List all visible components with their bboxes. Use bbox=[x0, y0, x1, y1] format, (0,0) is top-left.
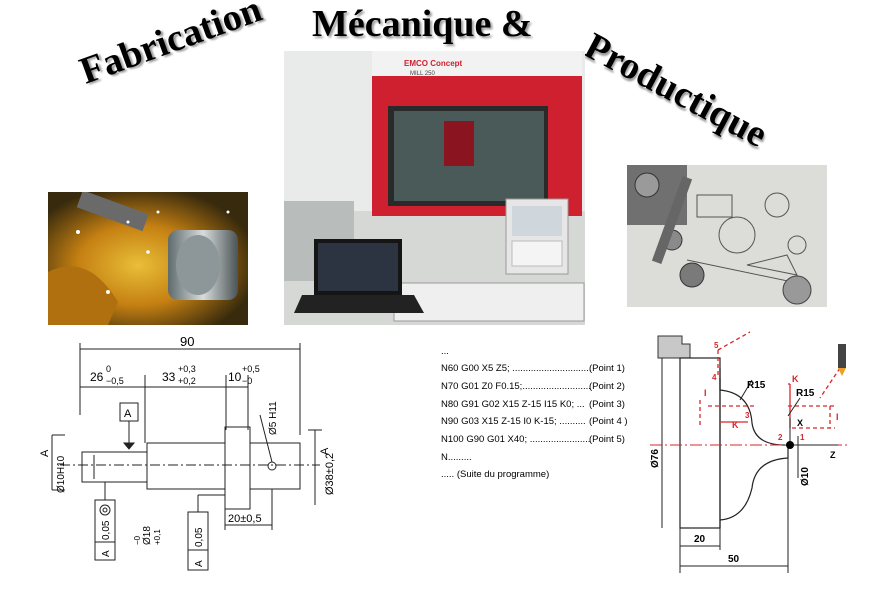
dia-hole: Ø5 H11 bbox=[268, 401, 279, 435]
label-dim-20: 20 bbox=[694, 534, 706, 545]
dia-big: Ø38±0,2 bbox=[324, 453, 336, 495]
label-p1: 1 bbox=[800, 433, 805, 442]
gcode-line: N90 G03 X15 Z-15 I0 K-15; .......... bbox=[441, 416, 586, 427]
dim-10-tol-low: −0 bbox=[242, 376, 252, 386]
label-axis-z: Z bbox=[830, 450, 836, 460]
title-productique: Productique bbox=[577, 24, 775, 156]
gcode-line: ... bbox=[441, 346, 449, 357]
tol-perpendicularity: 0,05 bbox=[194, 527, 205, 547]
label-k-b: K bbox=[792, 374, 799, 384]
label-axis-x: X bbox=[797, 418, 803, 428]
gcode-line: ..... (Suite du programme) bbox=[441, 469, 550, 480]
gcode-point: (Point 3) bbox=[589, 399, 625, 410]
drawing-turning-profile: R15 R15 K K I I X Z Ø76 Ø10 20 50 1 2 3 … bbox=[640, 328, 890, 580]
label-p3: 3 bbox=[745, 411, 750, 420]
dim-10-tol-up: +0,5 bbox=[242, 364, 260, 374]
dim-26: 26 bbox=[90, 370, 104, 384]
dia-left: Ø10H10 bbox=[56, 455, 67, 493]
gcode-point: (Point 1) bbox=[589, 363, 625, 374]
label-r15-b: R15 bbox=[796, 388, 815, 399]
gcode-program: ... N60 G00 X5 Z5; .....................… bbox=[441, 346, 641, 486]
photo-cutting-oil bbox=[48, 192, 248, 325]
dim-33-tol-low: +0,2 bbox=[178, 376, 196, 386]
drawing-shaft: 90 26 0 −0,5 33 +0,3 +0,2 10 +0,5 −0 20±… bbox=[39, 334, 390, 589]
tol-circ-datum: A bbox=[101, 550, 112, 557]
gcode-line: N......... bbox=[441, 452, 472, 463]
dim-33: 33 bbox=[162, 370, 176, 384]
gcode-line: N60 G00 X5 Z5; .........................… bbox=[441, 363, 592, 374]
label-dia-10: Ø10 bbox=[800, 467, 811, 486]
label-r15-a: R15 bbox=[747, 380, 766, 391]
title-mecanique: Mécanique & bbox=[312, 3, 533, 45]
label-p2: 2 bbox=[778, 433, 783, 442]
dim-total: 90 bbox=[180, 335, 194, 349]
gcode-line: N70 G01 Z0 F0.15;.......................… bbox=[441, 381, 591, 392]
gcode-line: N100 G90 G01 X40; ......................… bbox=[441, 434, 591, 445]
label-i-a: I bbox=[704, 388, 707, 398]
dim-10: 10 bbox=[228, 370, 242, 384]
gcode-point: (Point 5) bbox=[589, 434, 625, 445]
label-p4: 4 bbox=[712, 373, 717, 382]
dia-groove: Ø18 bbox=[142, 526, 153, 545]
datum-left: A bbox=[40, 449, 51, 457]
dia-groove-tol-up: +0,1 bbox=[153, 529, 162, 545]
dia-groove-tol-low: −0 bbox=[133, 535, 142, 545]
tol-perp-datum: A bbox=[194, 560, 205, 567]
tol-circularity: 0,05 bbox=[101, 520, 112, 540]
datum-right: A bbox=[319, 447, 331, 455]
title-fabrication: Fabrication bbox=[74, 0, 268, 93]
gcode-point: (Point 4 ) bbox=[589, 416, 628, 427]
label-dia-76: Ø76 bbox=[650, 449, 661, 468]
label-dim-50: 50 bbox=[728, 554, 740, 565]
machine-model: MILL 250 bbox=[410, 71, 435, 77]
dim-33-tol-up: +0,3 bbox=[178, 364, 196, 374]
dim-26-tol-up: 0 bbox=[106, 364, 111, 374]
label-k-a: K bbox=[732, 420, 739, 430]
datum-top: A bbox=[124, 408, 132, 420]
machine-brand: EMCO Concept bbox=[404, 59, 463, 68]
gcode-point: (Point 2) bbox=[589, 381, 625, 392]
gcode-line: N80 G91 G02 X15 Z-15 I15 K0; ... bbox=[441, 399, 585, 410]
label-p5: 5 bbox=[714, 341, 719, 350]
dim-20: 20±0,5 bbox=[228, 513, 262, 525]
photo-cnc-machine: EMCO Concept MILL 250 bbox=[284, 51, 585, 325]
label-i-b: I bbox=[836, 412, 839, 422]
dim-26-tol-low: −0,5 bbox=[106, 376, 124, 386]
photo-technical-drawings bbox=[627, 165, 827, 307]
